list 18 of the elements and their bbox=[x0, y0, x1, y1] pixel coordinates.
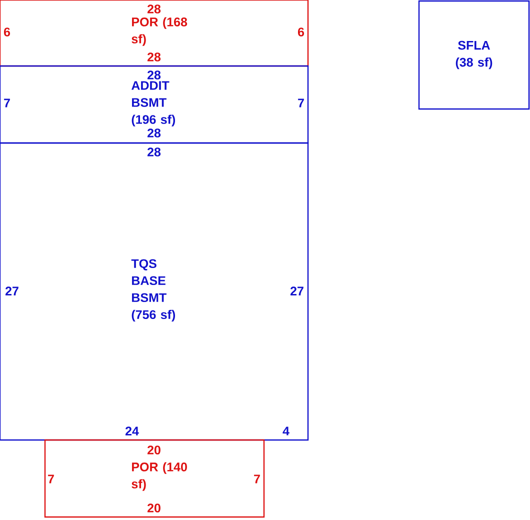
dimension-label: 27 bbox=[290, 286, 304, 296]
dimension-label: 7 bbox=[48, 474, 54, 484]
dimension-label: 6 bbox=[298, 28, 304, 36]
dimension-label: 20 bbox=[148, 504, 160, 512]
dimension-label: 28 bbox=[148, 52, 161, 62]
dimension-label: 28 bbox=[148, 4, 161, 14]
dimension-label: 28 bbox=[148, 70, 161, 80]
dimension-label: 7 bbox=[298, 98, 304, 108]
dimension-label: 28 bbox=[148, 128, 161, 138]
dimension-label: 27 bbox=[6, 286, 18, 296]
dimension-label: 24 bbox=[126, 426, 139, 436]
room-box: SFLA (38 sf) bbox=[418, 0, 530, 110]
dimension-label: 28 bbox=[148, 148, 161, 156]
dimension-label: 7 bbox=[4, 98, 10, 108]
dimension-label: 20 bbox=[148, 446, 160, 454]
dimension-label: 6 bbox=[4, 28, 10, 36]
dimension-label: 4 bbox=[282, 426, 290, 436]
dimension-label: 7 bbox=[254, 474, 260, 484]
